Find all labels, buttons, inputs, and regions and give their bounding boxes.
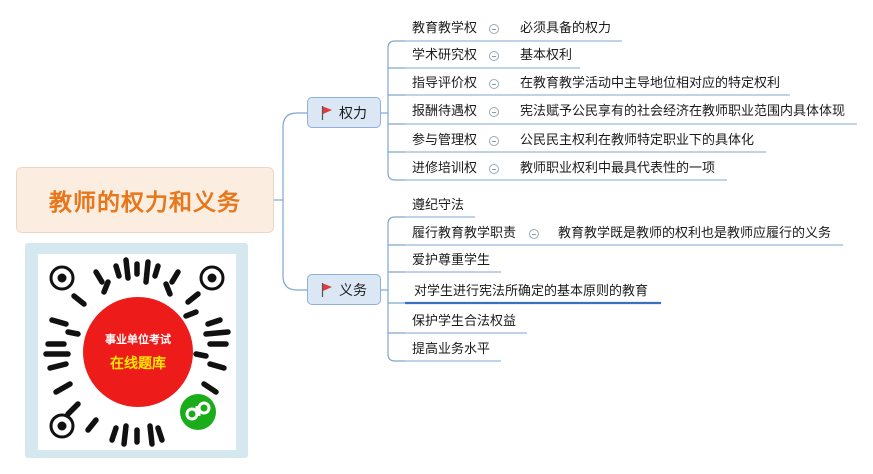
qr-badge-line2: 在线题库: [110, 356, 166, 372]
duties-item-name-selected[interactable]: 对学生进行宪法所确定的基本原则的教育: [414, 284, 649, 299]
branch-rights[interactable]: 权力: [307, 97, 381, 128]
collapse-icon[interactable]: [489, 24, 499, 34]
flag-icon: [321, 282, 332, 297]
rights-item-name[interactable]: 指导评价权: [412, 76, 478, 91]
branch-rights-label: 权力: [339, 105, 367, 122]
rights-item-desc[interactable]: 必须具备的权力: [520, 21, 612, 36]
rights-item-desc[interactable]: 在教育教学活动中主导地位相对应的特定权利: [520, 76, 781, 91]
qr-pattern: [43, 257, 231, 447]
rights-item-desc[interactable]: 教师职业权利中最具代表性的一项: [520, 161, 716, 176]
collapse-icon[interactable]: [529, 229, 539, 239]
rights-item-desc[interactable]: 基本权利: [520, 48, 573, 63]
duties-item-name[interactable]: 履行教育教学职责: [412, 226, 517, 241]
collapse-icon[interactable]: [489, 51, 499, 61]
flag-icon: [321, 105, 332, 120]
rights-item-desc[interactable]: 宪法赋予公民享有的社会经济在教师职业范围内具体体现: [520, 104, 846, 119]
central-topic-label: 教师的权力和义务: [49, 190, 241, 216]
duties-item-desc[interactable]: 教育教学既是教师的权利也是教师应履行的义务: [558, 226, 832, 241]
rights-item-name[interactable]: 报酬待遇权: [412, 104, 478, 119]
branch-duties[interactable]: 义务: [307, 274, 381, 305]
rights-item-name[interactable]: 进修培训权: [412, 161, 478, 176]
duties-item-name[interactable]: 遵纪守法: [412, 198, 465, 213]
central-topic[interactable]: 教师的权力和义务: [16, 167, 274, 233]
rights-item-name[interactable]: 教育教学权: [412, 21, 478, 36]
branch-duties-label: 义务: [339, 282, 367, 299]
qr-code[interactable]: [38, 254, 236, 450]
duties-item-name[interactable]: 爱护尊重学生: [412, 253, 491, 268]
rights-item-name[interactable]: 学术研究权: [412, 48, 478, 63]
collapse-icon[interactable]: [489, 164, 499, 174]
rights-item-desc[interactable]: 公民民主权利在教师特定职业下的具体化: [520, 133, 755, 148]
duties-item-name[interactable]: 保护学生合法权益: [412, 314, 517, 329]
collapse-icon[interactable]: [489, 79, 499, 89]
qr-center-badge: 事业单位考试 在线题库: [83, 297, 193, 407]
collapse-icon[interactable]: [489, 107, 499, 117]
qr-badge-line1: 事业单位考试: [105, 333, 171, 346]
rights-item-name[interactable]: 参与管理权: [412, 133, 478, 148]
collapse-icon[interactable]: [489, 136, 499, 146]
duties-item-name[interactable]: 提高业务水平: [412, 342, 491, 357]
